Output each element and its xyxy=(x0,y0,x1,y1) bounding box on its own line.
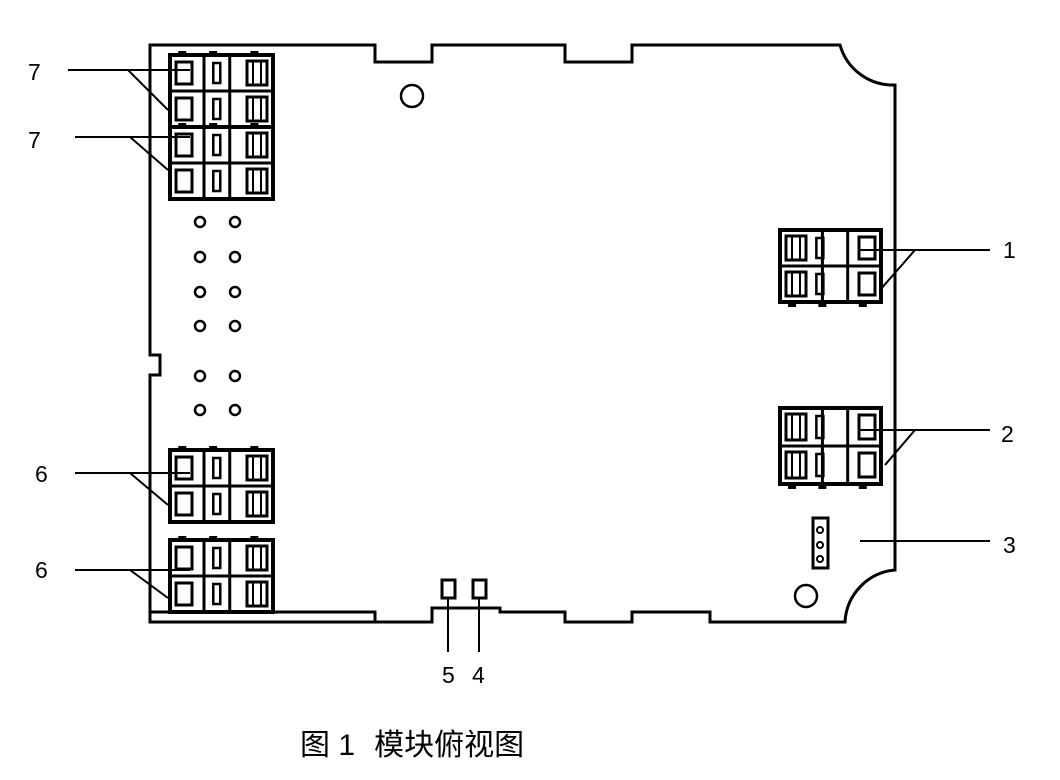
callout-1: 1 xyxy=(1003,237,1016,263)
callout-4: 4 xyxy=(472,662,485,688)
via-hole xyxy=(228,250,242,264)
figure-title: 模块俯视图 xyxy=(374,728,525,763)
callout-6-top: 6 xyxy=(35,461,48,487)
connector-1 xyxy=(778,228,883,307)
component-4-led xyxy=(471,578,488,600)
callout-7-top: 7 xyxy=(28,59,41,85)
component-3-header xyxy=(811,516,830,570)
via-hole xyxy=(228,403,242,417)
via-hole xyxy=(228,369,242,383)
via-hole xyxy=(193,403,207,417)
leader-lines xyxy=(68,69,990,652)
mounting-hole-top xyxy=(399,83,425,109)
board-left-notch xyxy=(148,45,375,624)
connectors xyxy=(168,51,883,614)
callout-7-bottom: 7 xyxy=(28,127,41,153)
callout-6-bottom: 6 xyxy=(35,557,48,583)
via-hole xyxy=(193,285,207,299)
connector-6-lower xyxy=(168,536,275,614)
connector-7-lower xyxy=(168,123,275,201)
via-hole xyxy=(193,215,207,229)
mounting-hole-bottom xyxy=(793,583,819,609)
figure-number: 图 1 xyxy=(300,729,356,762)
via-hole xyxy=(193,319,207,333)
component-5-led xyxy=(440,578,457,600)
callout-5: 5 xyxy=(442,662,455,688)
callout-3: 3 xyxy=(1003,532,1016,558)
figure-caption: 图 1 模块俯视图 xyxy=(300,720,524,764)
via-hole xyxy=(193,250,207,264)
connector-6-upper xyxy=(168,446,275,524)
via-hole xyxy=(228,319,242,333)
connector-2 xyxy=(778,406,883,489)
board-outline xyxy=(148,43,897,624)
via-hole xyxy=(228,215,242,229)
via-hole xyxy=(193,369,207,383)
via-holes xyxy=(193,215,242,417)
via-hole xyxy=(228,285,242,299)
callout-2: 2 xyxy=(1001,421,1014,447)
connector-7-upper xyxy=(168,51,275,129)
